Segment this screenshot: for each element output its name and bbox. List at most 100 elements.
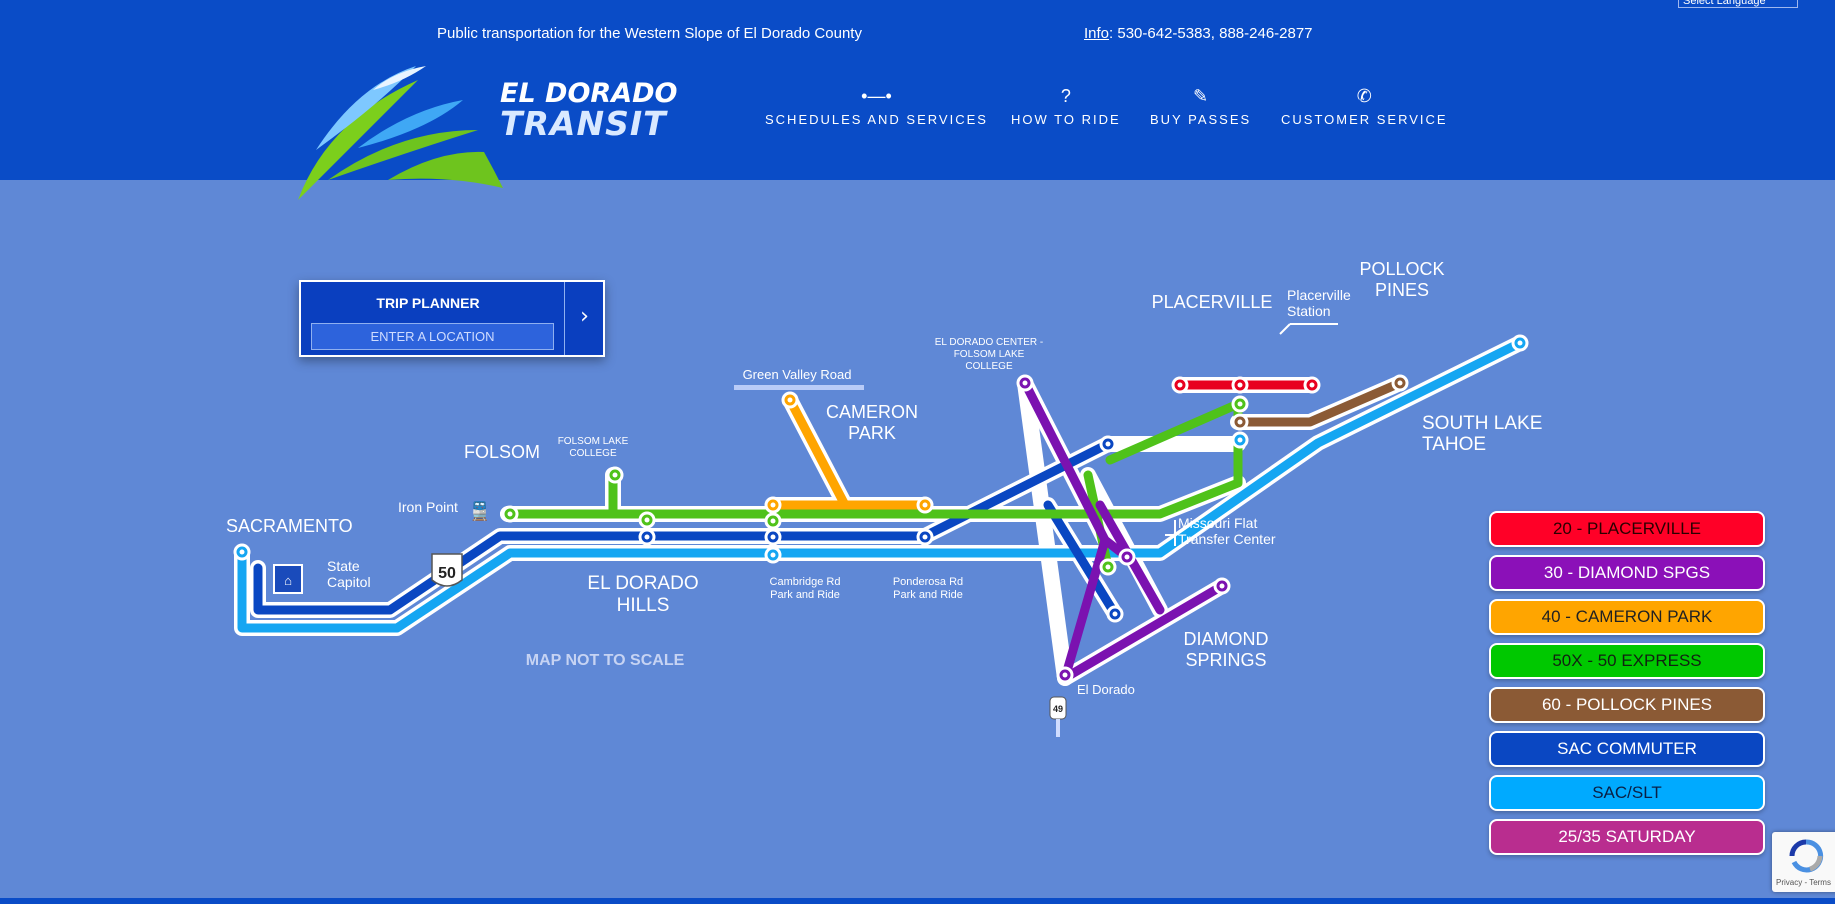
route-60-line xyxy=(1233,378,1405,427)
question-icon: ? xyxy=(1060,86,1071,106)
station-marker-center xyxy=(1219,583,1225,589)
trip-planner: TRIP PLANNER ENTER A LOCATION › xyxy=(299,280,605,357)
station-marker-center xyxy=(770,518,776,524)
station-marker-center xyxy=(1022,380,1028,386)
label-flc-1: FOLSOM LAKE xyxy=(558,436,629,447)
nav-label: HOW TO RIDE xyxy=(1011,112,1121,127)
label-capitol: Capitol xyxy=(327,574,371,590)
label-pollock-2: PINES xyxy=(1375,280,1429,300)
station-marker-center xyxy=(1062,672,1068,678)
capitol-icon: ⌂ xyxy=(284,573,292,588)
nav-schedules-and-services[interactable]: •—• SCHEDULES AND SERVICES xyxy=(765,86,988,127)
label-cambridge-1: Cambridge Rd xyxy=(770,576,841,588)
station-marker-center xyxy=(507,511,513,517)
label-placerville-station-1: Placerville xyxy=(1287,287,1351,303)
nav-customer-service[interactable]: ✆ CUSTOMER SERVICE xyxy=(1281,86,1448,127)
label-edc-3: COLLEGE xyxy=(965,361,1013,372)
label-state: State xyxy=(327,558,360,574)
ticket-icon: ✎ xyxy=(1193,86,1209,106)
label-slt-1: SOUTH LAKE xyxy=(1422,413,1542,434)
trip-planner-title: TRIP PLANNER xyxy=(376,295,480,311)
recaptcha-terms[interactable]: Privacy - Terms xyxy=(1776,878,1831,887)
brand-name[interactable]: EL DORADO TRANSIT xyxy=(500,78,678,143)
legend-item[interactable]: 25/35 SATURDAY xyxy=(1489,819,1765,855)
headset-icon: ✆ xyxy=(1356,86,1372,106)
station-marker-center xyxy=(1112,611,1118,617)
label-el-dorado: El Dorado xyxy=(1077,682,1135,697)
label-edc-1: EL DORADO CENTER - xyxy=(935,337,1044,348)
phone-numbers: : 530-642-5383, 888-246-2877 xyxy=(1109,25,1313,42)
recaptcha-icon xyxy=(1789,839,1824,873)
label-cameron-1: CAMERON xyxy=(826,402,918,422)
station-marker-center xyxy=(239,549,245,555)
label-edc-2: FOLSOM LAKE xyxy=(954,349,1025,360)
nav-label: SCHEDULES AND SERVICES xyxy=(765,112,988,127)
label-iron-point: Iron Point xyxy=(398,499,458,515)
legend-item[interactable]: 50X - 50 EXPRESS xyxy=(1489,643,1765,679)
language-select[interactable]: Select Language xyxy=(1678,0,1798,8)
station-marker-center xyxy=(770,552,776,558)
label-missouri-1: Missouri Flat xyxy=(1178,515,1257,531)
legend-item[interactable]: 20 - PLACERVILLE xyxy=(1489,511,1765,547)
trip-planner-go-button[interactable]: › xyxy=(564,282,604,355)
footer-bar xyxy=(0,898,1835,904)
station-marker-center xyxy=(922,502,928,508)
nav-buy-passes[interactable]: ✎ BUY PASSES xyxy=(1150,86,1251,127)
label-ponderosa-1: Ponderosa Rd xyxy=(893,576,963,588)
label-diamond-1: DIAMOND xyxy=(1184,629,1269,649)
station-marker-center xyxy=(770,534,776,540)
phone-info: Info: 530-642-5383, 888-246-2877 xyxy=(1084,25,1313,42)
label-sacramento: SACRAMENTO xyxy=(226,516,353,536)
label-folsom: FOLSOM xyxy=(464,442,540,462)
location-input[interactable]: ENTER A LOCATION xyxy=(311,323,554,350)
route-40-line xyxy=(785,395,850,510)
hwy49-label: 49 xyxy=(1053,704,1063,714)
label-not-to-scale: MAP NOT TO SCALE xyxy=(526,652,685,669)
legend-item[interactable]: 40 - CAMERON PARK xyxy=(1489,599,1765,635)
label-cambridge-2: Park and Ride xyxy=(770,589,840,601)
label-slt-2: TAHOE xyxy=(1422,434,1486,455)
route-50x-line xyxy=(503,439,1243,519)
legend-item[interactable]: SAC/SLT xyxy=(1489,775,1765,811)
station-marker-center xyxy=(1397,380,1403,386)
hwy50-shield-icon xyxy=(431,553,463,587)
legend-item[interactable]: 60 - POLLOCK PINES xyxy=(1489,687,1765,723)
label-edh-1: EL DORADO xyxy=(587,573,698,594)
info-link[interactable]: Info xyxy=(1084,25,1110,42)
station-marker-center xyxy=(1237,419,1243,425)
site-header: Select Language Public transportation fo… xyxy=(0,0,1835,200)
station-marker-center xyxy=(1237,437,1243,443)
station-marker-center xyxy=(644,517,650,523)
brand-line-2: TRANSIT xyxy=(500,104,667,143)
label-placerville-station-2: Station xyxy=(1287,303,1331,319)
label-flc-2: COLLEGE xyxy=(569,448,617,459)
station-marker-center xyxy=(1309,382,1315,388)
brand-line-1: EL DORADO xyxy=(500,78,678,109)
station-marker-center xyxy=(770,502,776,508)
recaptcha-badge[interactable]: Privacy - Terms xyxy=(1772,832,1835,892)
legend-item[interactable]: 30 - DIAMOND SPGS xyxy=(1489,555,1765,591)
el-dorado-transit-logo-icon[interactable] xyxy=(288,60,518,210)
station-marker-center xyxy=(1517,340,1523,346)
legend-item[interactable]: SAC COMMUTER xyxy=(1489,731,1765,767)
route-map: ⌂ 🚆 50 49 SACRAMENTO FOLSOM FOLSOM LAKE … xyxy=(226,259,1542,737)
label-edh-2: HILLS xyxy=(617,595,670,616)
station-marker-center xyxy=(1105,441,1111,447)
route-sac-slt-line xyxy=(237,338,1525,633)
station-marker-center xyxy=(1237,401,1243,407)
nav-how-to-ride[interactable]: ? HOW TO RIDE xyxy=(1011,86,1121,127)
station-marker-center xyxy=(1105,564,1111,570)
station-marker-center xyxy=(612,472,618,478)
label-placerville: PLACERVILLE xyxy=(1152,292,1273,312)
route-icon: •—• xyxy=(861,86,892,106)
station-marker-center xyxy=(787,397,793,403)
station-marker-center xyxy=(922,534,928,540)
hwy50-label: 50 xyxy=(438,565,456,582)
label-missouri-2: Transfer Center xyxy=(1178,531,1276,547)
train-icon: 🚆 xyxy=(469,500,491,521)
label-diamond-2: SPRINGS xyxy=(1185,650,1266,670)
label-ponderosa-2: Park and Ride xyxy=(893,589,963,601)
label-pollock-1: POLLOCK xyxy=(1359,259,1444,279)
station-marker-center xyxy=(1124,554,1130,560)
nav-label: BUY PASSES xyxy=(1150,112,1252,127)
